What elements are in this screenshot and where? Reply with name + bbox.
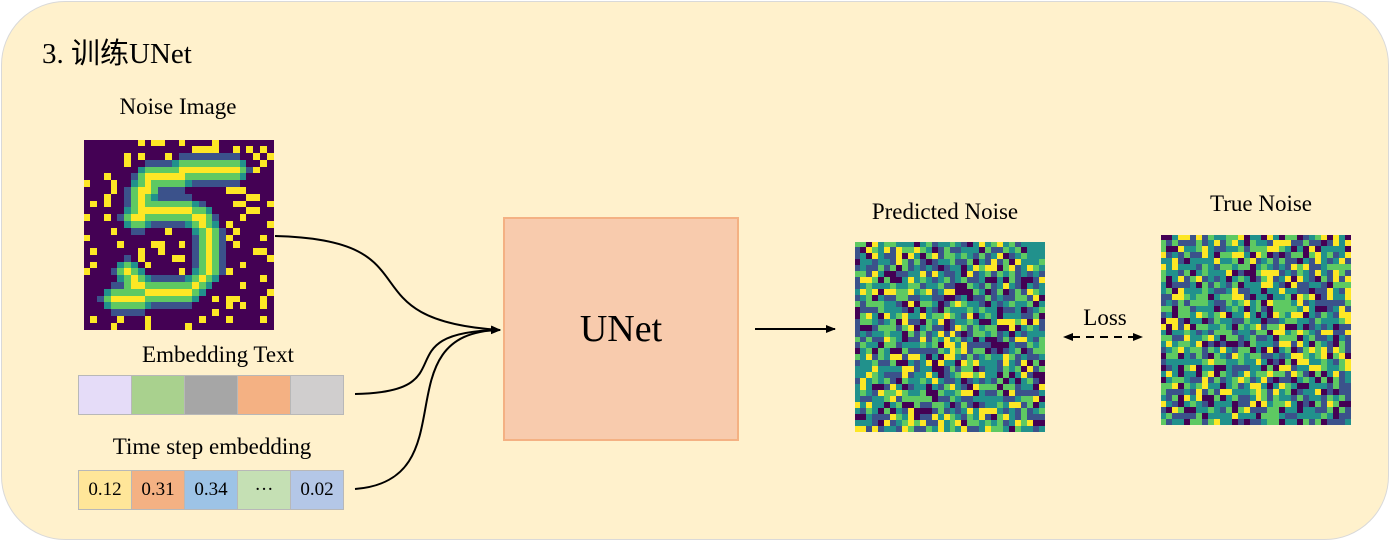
timestep-cell: 0.31 bbox=[132, 471, 185, 509]
timestep-to-unet-arrow bbox=[354, 326, 501, 490]
embedding-cell bbox=[291, 376, 343, 414]
timestep-cell: 0.02 bbox=[291, 471, 343, 509]
timestep-cell-value: 0.02 bbox=[300, 479, 334, 500]
embedding-cell bbox=[79, 376, 132, 414]
unet-label: UNet bbox=[579, 308, 663, 350]
timestep-cell: 0.12 bbox=[79, 471, 132, 509]
embedding-cell bbox=[238, 376, 291, 414]
noise-image-label: Noise Image bbox=[119, 94, 237, 119]
true-noise-image bbox=[1161, 235, 1351, 425]
timestep-cell: ··· bbox=[238, 471, 291, 509]
timestep-cell-value: ··· bbox=[254, 479, 274, 500]
timestep-strip: 0.12 0.31 0.34 ··· 0.02 bbox=[78, 470, 344, 510]
timestep-cell: 0.34 bbox=[185, 471, 238, 509]
loss-label: Loss bbox=[1083, 305, 1127, 330]
timestep-cell-value: 0.12 bbox=[88, 479, 122, 500]
embedding-text-strip bbox=[78, 375, 344, 415]
predicted-noise-label: Predicted Noise bbox=[871, 199, 1019, 224]
text-to-unet-arrow bbox=[354, 326, 501, 395]
true-noise-label: True Noise bbox=[1209, 191, 1313, 216]
timestep-label: Time step embedding bbox=[112, 434, 312, 459]
predicted-noise-image bbox=[855, 242, 1045, 432]
noise-image bbox=[84, 140, 274, 330]
noise-to-unet-arrow bbox=[274, 235, 501, 334]
section-title: 3. 训练UNet bbox=[42, 38, 192, 70]
embedding-cell bbox=[185, 376, 238, 414]
unet-block: UNet bbox=[503, 217, 739, 441]
timestep-cell-value: 0.31 bbox=[141, 479, 175, 500]
embedding-text-label: Embedding Text bbox=[142, 342, 294, 367]
timestep-cell-value: 0.34 bbox=[194, 479, 228, 500]
embedding-cell bbox=[132, 376, 185, 414]
